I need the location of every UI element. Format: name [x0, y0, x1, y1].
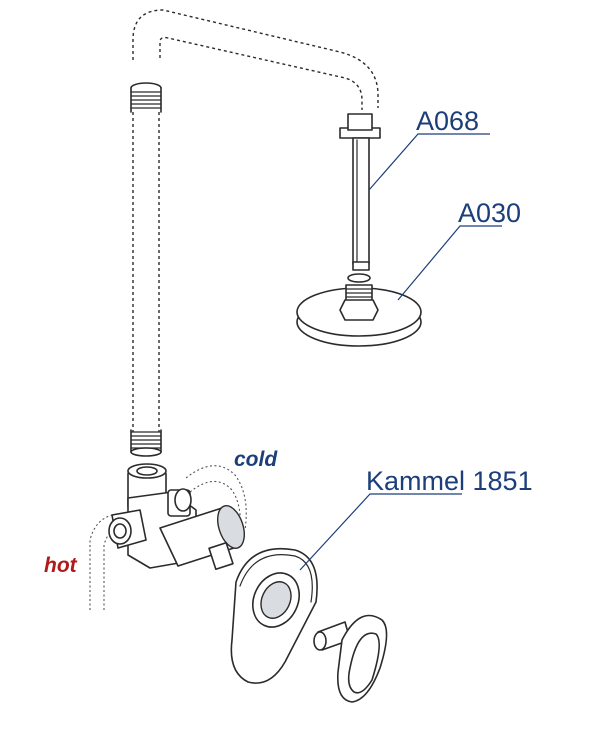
label-cold: cold	[234, 448, 278, 471]
shower-head-a030	[296, 273, 422, 347]
label-kammel-1851: Kammel 1851	[366, 466, 533, 496]
lever-handle	[313, 614, 388, 703]
shower-arm-a068	[339, 113, 381, 271]
label-a068: A068	[416, 106, 479, 136]
overhead-pipe-dashed	[132, 9, 379, 110]
leader-lines	[299, 133, 502, 571]
cover-plate	[230, 547, 318, 684]
riser-pipe	[130, 82, 162, 457]
label-hot: hot	[44, 554, 78, 577]
label-a030: A030	[458, 198, 521, 228]
concealed-mixer-body	[108, 463, 245, 571]
